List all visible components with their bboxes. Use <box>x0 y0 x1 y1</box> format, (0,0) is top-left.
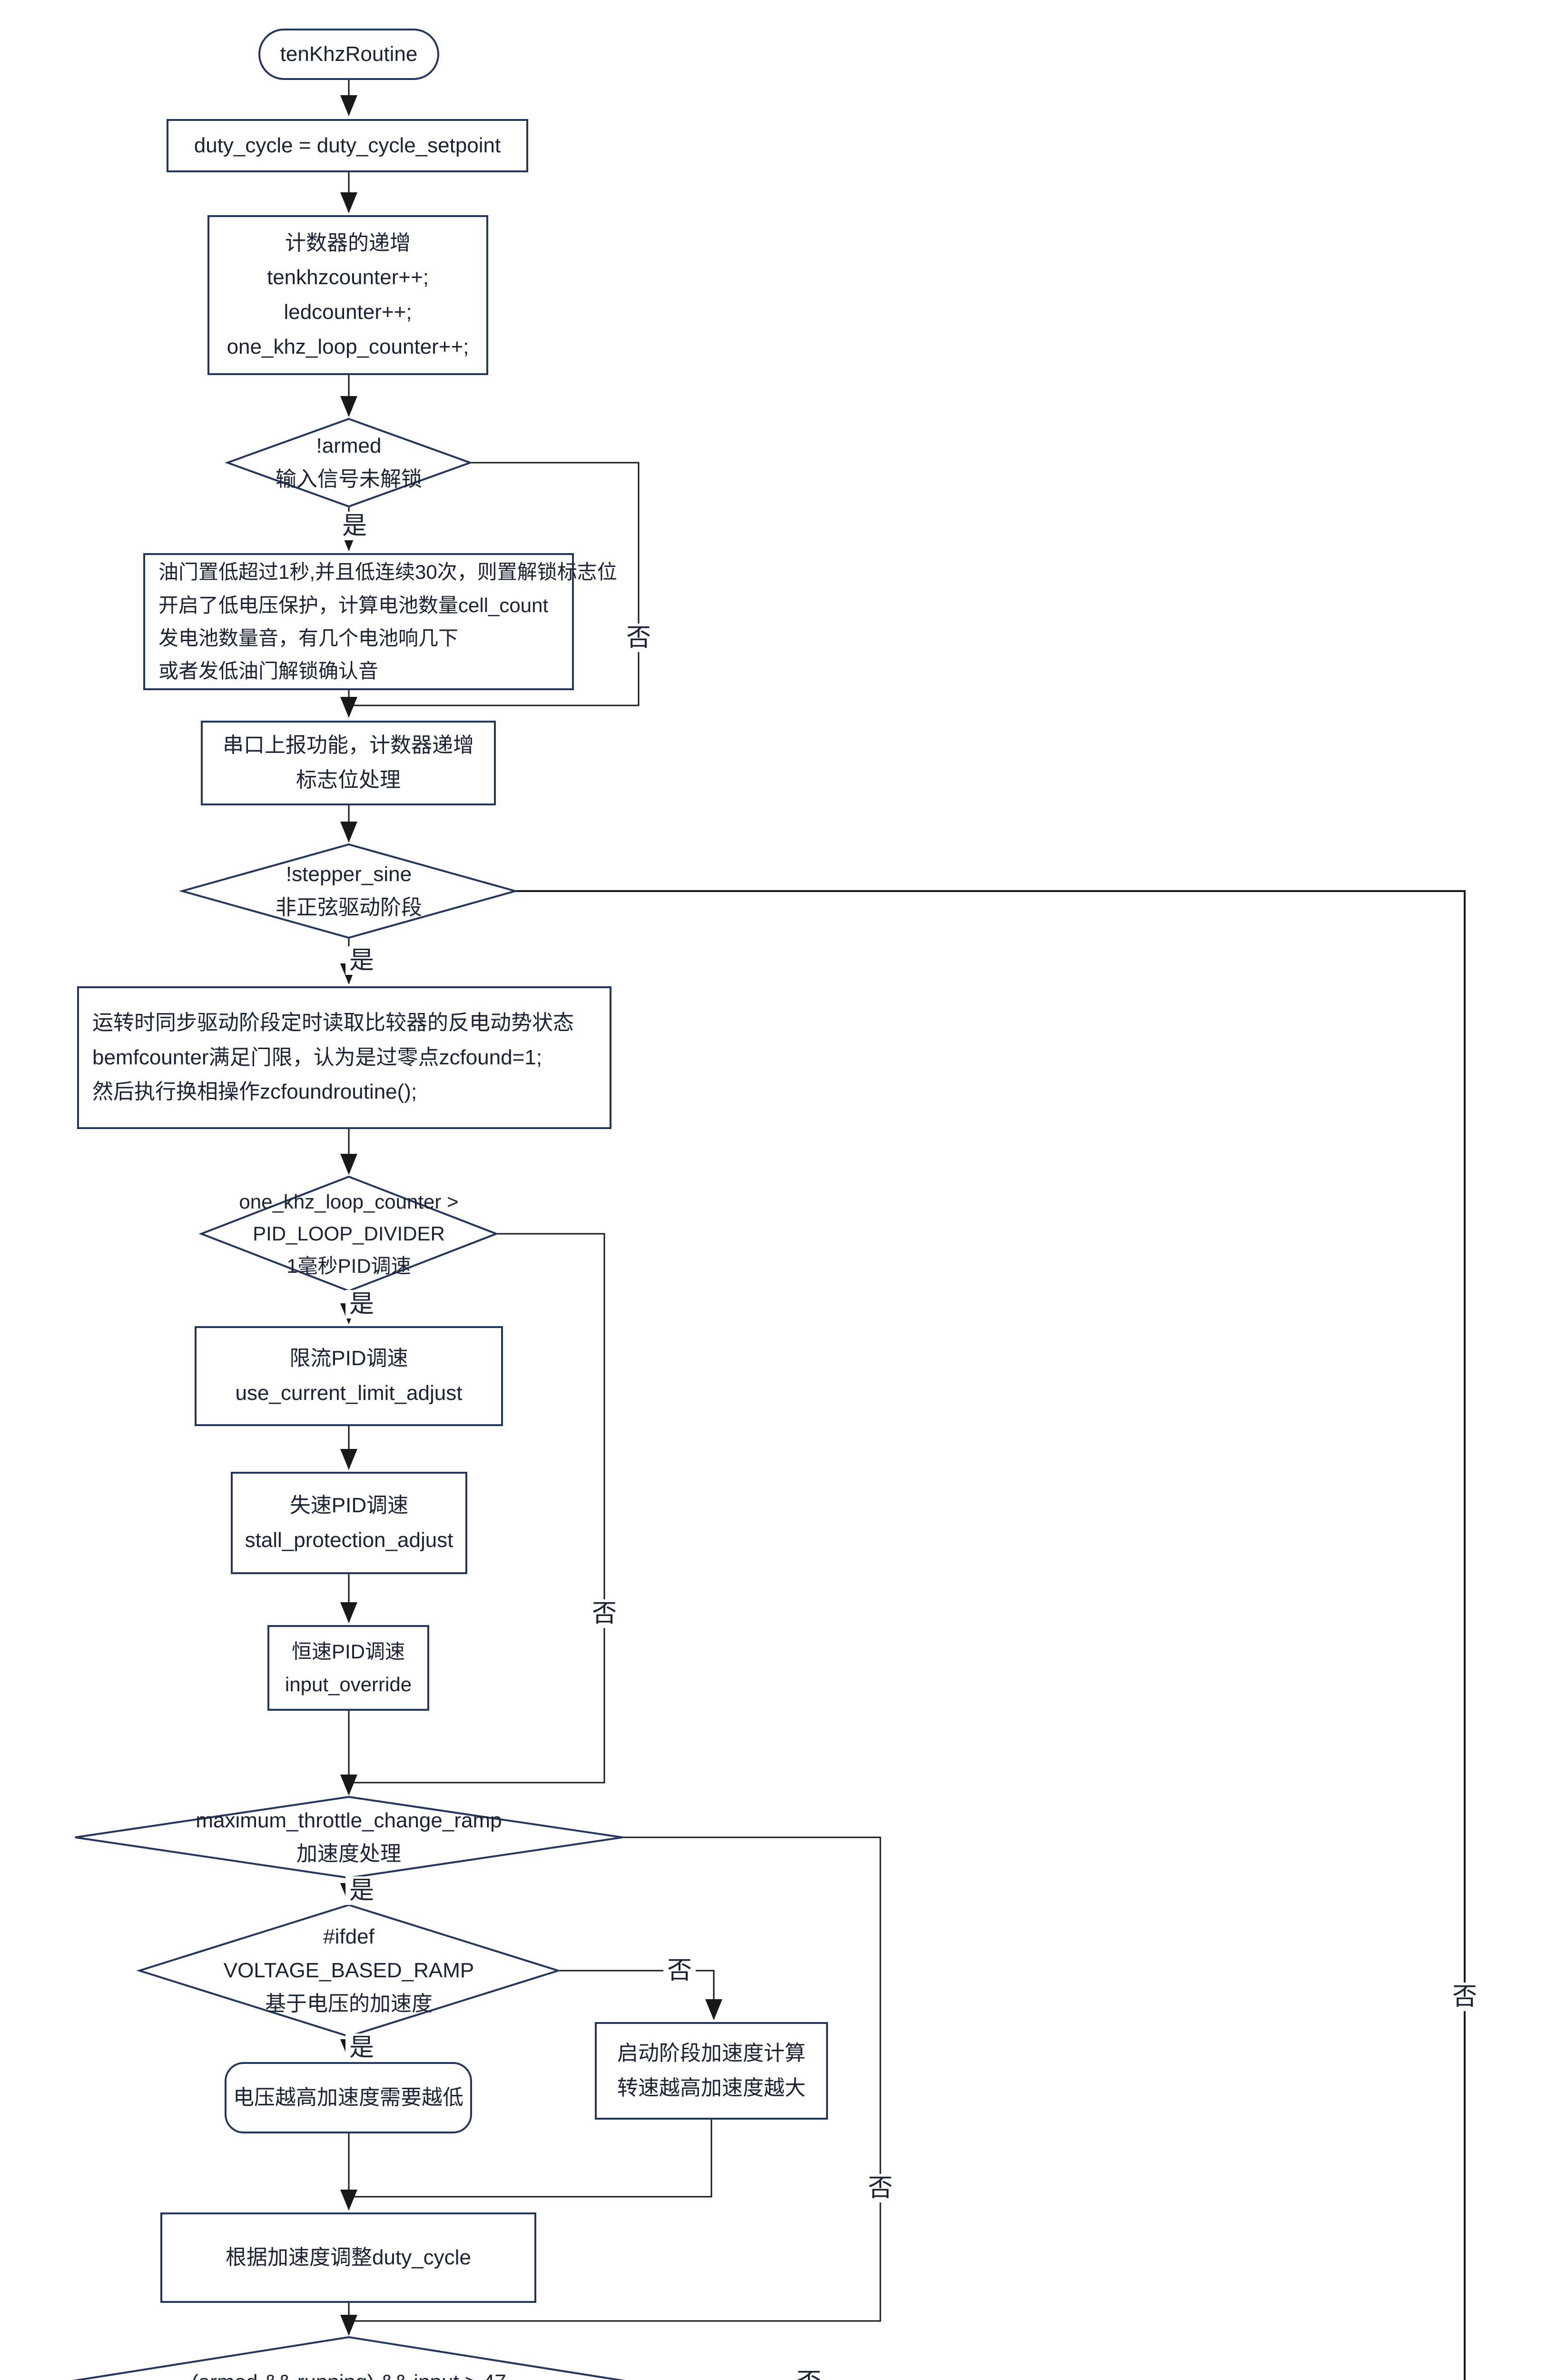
node-current-pid: 限流PID调速 use_current_limit_adjust <box>195 1326 503 1426</box>
telemetry-line2: 标志位处理 <box>296 768 401 792</box>
diamond-running-check-text: (armed && running) && input > 47 <box>111 2347 587 2380</box>
arming-logic-line1: 油门置低超过1秒,并且低连续30次，则置解锁标志位 <box>158 561 617 584</box>
voltage-ramp-text: 电压越高加速度需要越低 <box>233 2085 463 2109</box>
ramp-check-line2: 加速度处理 <box>296 1842 401 1865</box>
node-voltage-ramp: 电压越高加速度需要越低 <box>225 2062 472 2133</box>
diamond-ramp-check-text: maximum_throttle_change_ramp 加速度处理 <box>111 1802 587 1873</box>
stall-pid-line1: 失速PID调速 <box>289 1493 409 1517</box>
edge-stepper-no-long <box>515 890 1466 2380</box>
pid-check-line1: one_khz_loop_counter > <box>239 1190 459 1213</box>
node-stall-pid: 失速PID调速 stall_protection_adjust <box>231 1472 467 1574</box>
diamond-armed-check-text: !armed 输入信号未解锁 <box>230 424 468 502</box>
speed-pid-line2: input_override <box>285 1673 412 1696</box>
edge-label-running-no: 否 <box>792 2368 826 2380</box>
pid-check-line3: 1毫秒PID调速 <box>286 1254 411 1277</box>
node-arming-logic: 油门置低超过1秒,并且低连续30次，则置解锁标志位 开启了低电压保护，计算电池数… <box>143 553 617 690</box>
voltage-ramp-check-line2: VOLTAGE_BASED_RAMP <box>223 1958 474 1982</box>
start-node: tenKhzRoutine <box>258 29 439 80</box>
node-startup-ramp: 启动阶段加速度计算 转速越高加速度越大 <box>595 2022 828 2120</box>
edge-voltageramp-no <box>558 1970 722 2020</box>
telemetry-line1: 串口上报功能，计数器递增 <box>223 734 474 757</box>
arming-logic-line3: 发电池数量音，有几个电池响几下 <box>158 627 459 649</box>
diamond-running-check <box>72 2336 626 2380</box>
diamond-pid-check-text: one_khz_loop_counter > PID_LOOP_DIVIDER … <box>211 1181 487 1286</box>
stepper-check-line1: !stepper_sine <box>286 862 412 886</box>
pid-check-line2: PID_LOOP_DIVIDER <box>253 1222 445 1245</box>
diamond-stepper-check <box>178 843 519 939</box>
bemf-line2: bemfcounter满足门限，认为是过零点zcfound=1; <box>92 1045 542 1069</box>
ramp-check-line1: maximum_throttle_change_ramp <box>196 1808 502 1832</box>
voltage-ramp-check-line1: #ifdef <box>323 1925 374 1949</box>
edge-label-ramp-yes: 是 <box>345 1876 378 1905</box>
edge-label-ramp-no: 否 <box>864 2174 897 2202</box>
edge-label-armed-yes: 是 <box>338 512 371 540</box>
edge-label-stepper-yes: 是 <box>345 946 378 975</box>
speed-pid-line1: 恒速PID调速 <box>291 1640 405 1663</box>
edge-armed-no <box>353 462 640 706</box>
diamond-stepper-check-text: !stepper_sine 非正弦驱动阶段 <box>206 852 492 930</box>
node-counters-line1: 计数器的递增 <box>285 231 411 255</box>
stall-pid-line2: stall_protection_adjust <box>245 1528 453 1552</box>
edge-label-voltageramp-yes: 是 <box>345 2033 378 2062</box>
current-pid-line2: use_current_limit_adjust <box>235 1381 463 1405</box>
edge-label-stepper-no: 否 <box>1448 1983 1481 2011</box>
arming-logic-line4: 或者发低油门解锁确认音 <box>158 660 379 683</box>
edge-pid-no <box>353 1233 605 1784</box>
current-pid-line1: 限流PID调速 <box>289 1347 408 1370</box>
node-telemetry: 串口上报功能，计数器递增 标志位处理 <box>201 721 496 805</box>
node-speed-pid: 恒速PID调速 input_override <box>267 1625 429 1711</box>
start-node-label: tenKhzRoutine <box>280 42 418 66</box>
node-counters-line3: ledcounter++; <box>284 300 412 324</box>
node-bemf: 运转时同步驱动阶段定时读取比较器的反电动势状态 bemfcounter满足门限，… <box>77 986 611 1129</box>
arming-logic-line2: 开启了低电压保护，计算电池数量cell_count <box>158 594 549 616</box>
edge-label-pid-yes: 是 <box>345 1290 378 1319</box>
startup-ramp-line2: 转速越高加速度越大 <box>617 2076 806 2100</box>
running-check-text: (armed && running) && input > 47 <box>191 2366 506 2380</box>
node-counters-line2: tenkhzcounter++; <box>266 266 429 289</box>
diamond-voltage-ramp-check-text: #ifdef VOLTAGE_BASED_RAMP 基于电压的加速度 <box>158 1914 539 2027</box>
bemf-line3: 然后执行换相操作zcfoundroutine(); <box>92 1080 417 1104</box>
node-counters-line4: one_khz_loop_counter++; <box>227 335 469 358</box>
voltage-ramp-check-line3: 基于电压的加速度 <box>265 1992 433 2016</box>
edge-label-pid-no: 否 <box>588 1599 621 1628</box>
diamond-armed-check <box>225 417 473 508</box>
apply-ramp-text: 根据加速度调整duty_cycle <box>226 2245 471 2269</box>
edge-startupramp-merge <box>353 2120 712 2198</box>
node-set-duty-text: duty_cycle = duty_cycle_setpoint <box>194 133 501 157</box>
edge-ramp-no <box>353 1836 881 2322</box>
node-apply-ramp: 根据加速度调整duty_cycle <box>160 2212 536 2303</box>
node-counters: 计数器的递增 tenkhzcounter++; ledcounter++; on… <box>207 215 488 375</box>
edge-label-voltageramp-no: 否 <box>663 1956 696 1985</box>
startup-ramp-line1: 启动阶段加速度计算 <box>617 2041 806 2065</box>
armed-check-line2: 输入信号未解锁 <box>276 467 422 491</box>
armed-check-line1: !armed <box>316 434 382 457</box>
edge-label-armed-no: 否 <box>622 624 655 652</box>
stepper-check-line2: 非正弦驱动阶段 <box>276 896 422 919</box>
bemf-line1: 运转时同步驱动阶段定时读取比较器的反电动势状态 <box>92 1011 574 1035</box>
node-set-duty: duty_cycle = duty_cycle_setpoint <box>167 119 528 172</box>
